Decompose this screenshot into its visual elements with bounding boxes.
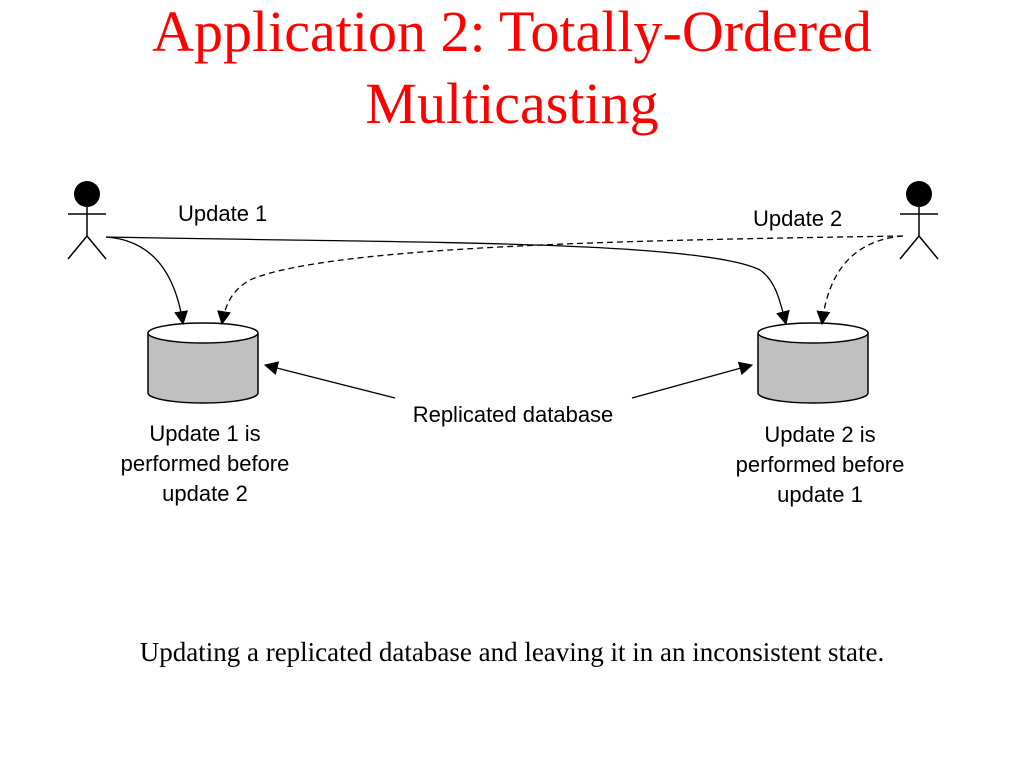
update-1-arrow-to-right-db bbox=[105, 236, 790, 326]
left-db-caption-line-2: performed before bbox=[121, 451, 290, 476]
replicated-database-label: Replicated database bbox=[413, 402, 614, 427]
right-db-caption-line-3: update 1 bbox=[777, 482, 863, 507]
update-2-label: Update 2 bbox=[753, 206, 842, 231]
left-database-icon bbox=[147, 322, 259, 404]
slide-title-line-2: Multicasting bbox=[365, 71, 659, 136]
slide-caption: Updating a replicated database and leavi… bbox=[139, 637, 885, 667]
replicated-arrow-left bbox=[263, 361, 396, 399]
user-2-icon bbox=[899, 181, 939, 260]
update-2-arrow-to-right-db bbox=[816, 235, 904, 326]
update-1-label: Update 1 bbox=[178, 201, 267, 226]
right-db-caption-line-1: Update 2 is bbox=[764, 422, 875, 447]
update-2-arrow-to-left-db bbox=[217, 235, 904, 326]
right-db-caption-line-2: performed before bbox=[736, 452, 905, 477]
replicated-arrow-right bbox=[631, 361, 754, 399]
left-db-caption-line-3: update 2 bbox=[162, 481, 248, 506]
update-1-arrow-to-left-db bbox=[105, 236, 189, 326]
replication-diagram: Update 1 Update 2 Replicated database Up… bbox=[67, 181, 939, 507]
right-database-icon bbox=[757, 322, 869, 404]
slide-title-line-1: Application 2: Totally-Ordered bbox=[152, 0, 872, 64]
user-1-icon bbox=[67, 181, 107, 260]
left-db-caption-line-1: Update 1 is bbox=[149, 421, 260, 446]
